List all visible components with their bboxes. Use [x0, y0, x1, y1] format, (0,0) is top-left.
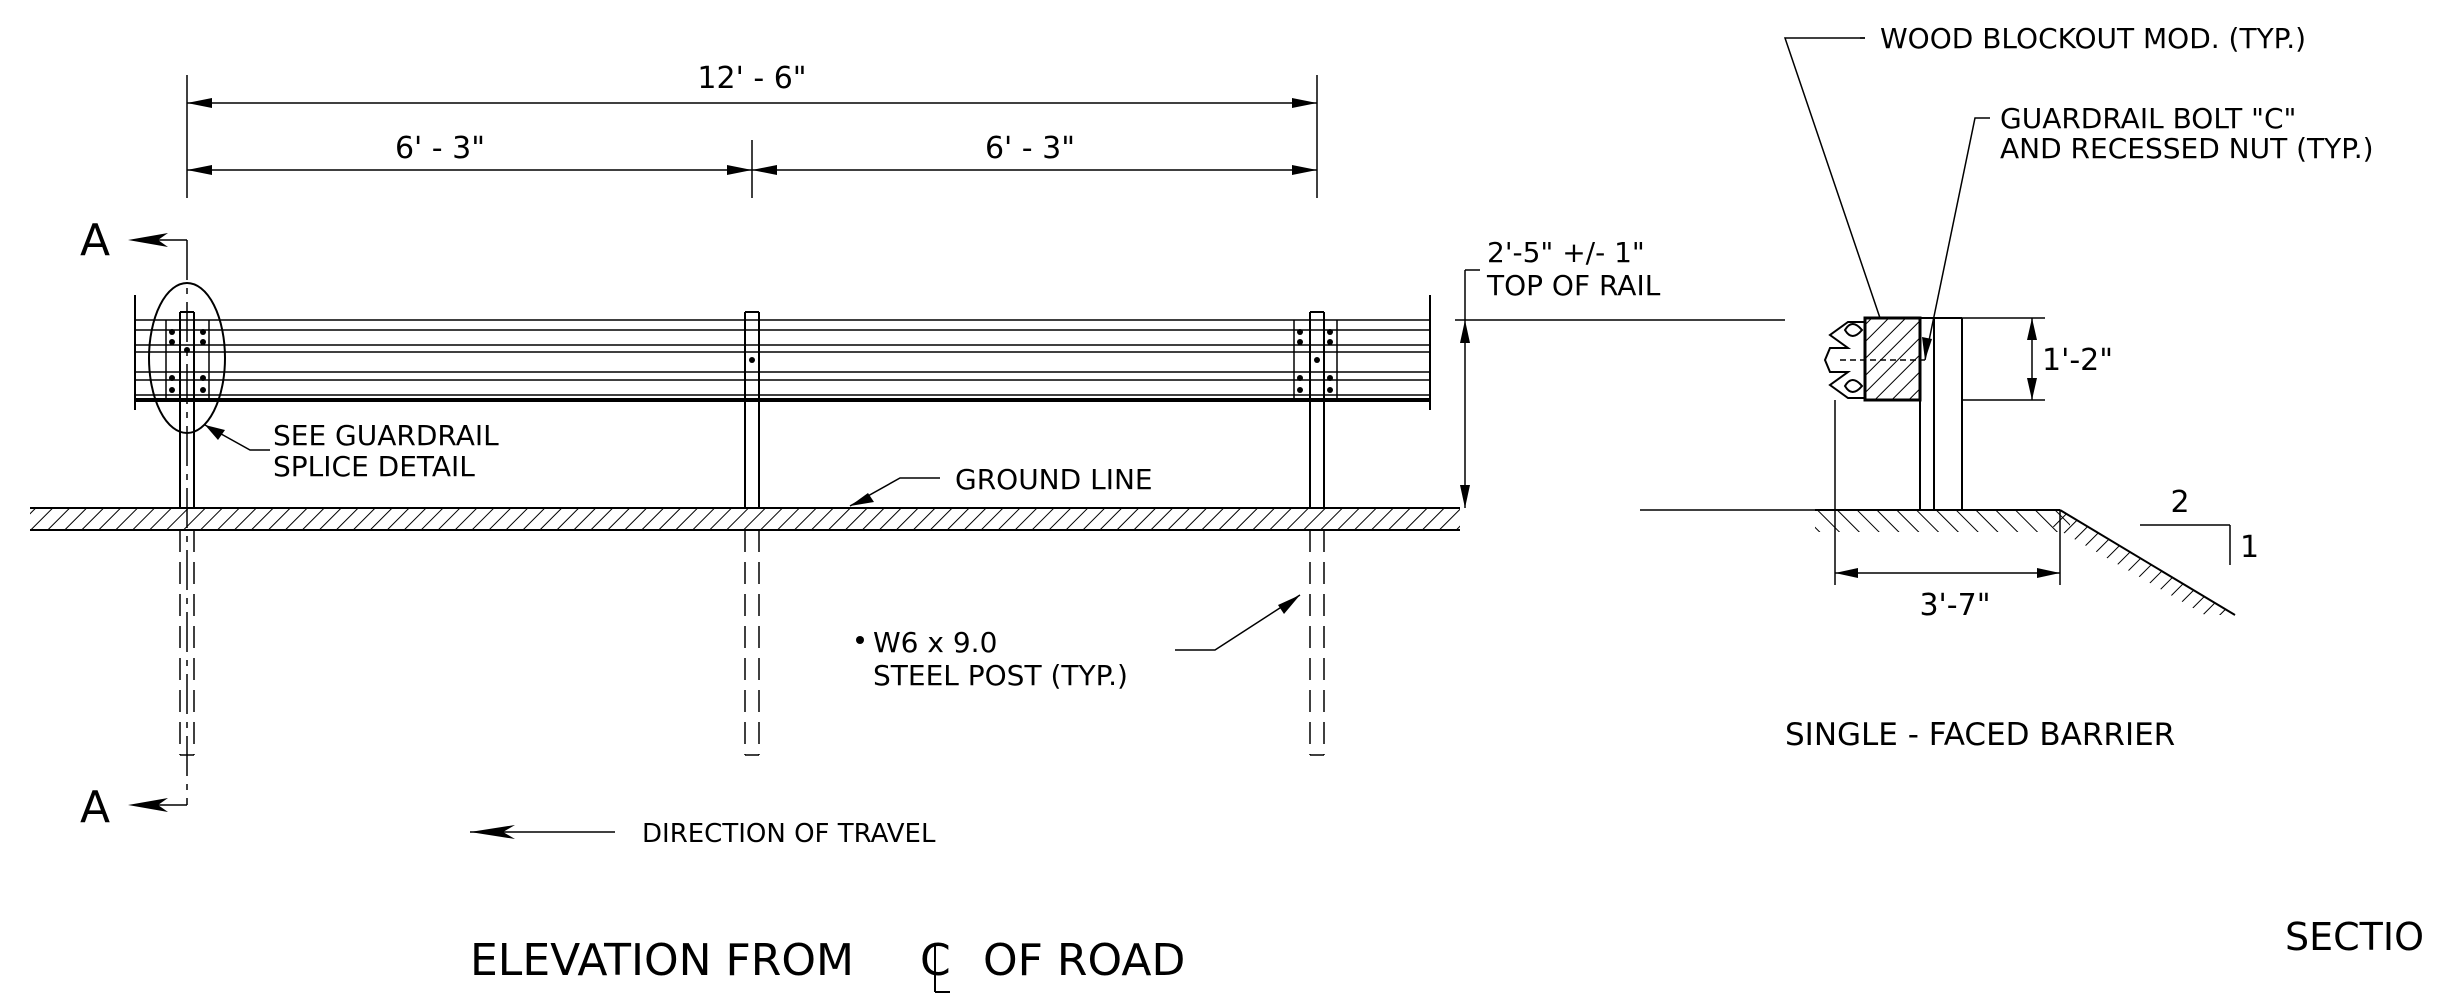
slope-horizontal: 2	[2170, 485, 2189, 520]
blockout-note: WOOD BLOCKOUT MOD. (TYP.)	[1880, 22, 2306, 55]
dim-left: 6' - 3"	[395, 131, 485, 166]
splice-bolts-left	[169, 329, 206, 393]
bolt-note-line1: GUARDRAIL BOLT "C"	[2000, 102, 2296, 135]
embedded-posts	[179, 530, 1325, 756]
slope-hatch	[2045, 510, 2235, 615]
blockout-leader	[1783, 37, 1881, 319]
section-caption: SINGLE - FACED BARRIER	[1785, 717, 2175, 753]
rail-depth-dimension	[1962, 317, 2045, 401]
elevation-title-part1: ELEVATION FROM	[470, 935, 854, 986]
asterisk-icon	[856, 636, 864, 644]
dimension-lines	[186, 75, 1318, 198]
barrier-width-dimension	[1834, 400, 2061, 585]
wood-blockout	[1863, 316, 1922, 402]
bolt-note-line2: AND RECESSED NUT (TYP.)	[2000, 132, 2374, 165]
rail-depth-value: 1'-2"	[2042, 343, 2113, 378]
rail-height-value: 2'-5" +/- 1"	[1487, 236, 1645, 269]
section-marker-bottom: A	[80, 782, 110, 833]
elevation-title-part2: OF ROAD	[983, 935, 1185, 986]
rail-height-label: TOP OF RAIL	[1486, 269, 1661, 302]
rail-height-dimension	[1455, 269, 1785, 508]
slope-indicator	[2140, 524, 2231, 565]
splice-note-line2: SPLICE DETAIL	[273, 450, 475, 483]
ground-hatch	[30, 507, 1460, 531]
steel-posts	[179, 311, 1325, 508]
post-note-line1: W6 x 9.0	[873, 626, 997, 659]
ground-line-label: GROUND LINE	[955, 463, 1153, 496]
direction-label: DIRECTION OF TRAVEL	[642, 819, 936, 849]
post-note-line2: STEEL POST (TYP.)	[873, 659, 1128, 692]
bolt-leader	[1924, 117, 1990, 361]
dim-total: 12' - 6"	[697, 61, 806, 96]
splice-bolts-right	[1297, 329, 1333, 393]
section-ground-hatch	[1815, 510, 2070, 532]
guardrail-w-beam	[134, 295, 1431, 410]
splice-note-line1: SEE GUARDRAIL	[273, 419, 499, 452]
elevation-view: 12' - 6" 6' - 3" 6' - 3" A A	[30, 61, 1785, 993]
dim-right: 6' - 3"	[985, 131, 1075, 166]
post-note-leader	[1175, 594, 1301, 651]
section-title: SECTIO	[2285, 915, 2424, 959]
splice-detail-ellipse	[148, 282, 226, 434]
slope-vertical: 1	[2240, 530, 2259, 565]
w-beam-profile	[1823, 321, 1865, 399]
direction-arrow-icon	[470, 825, 615, 839]
section-view: WOOD BLOCKOUT MOD. (TYP.) GUARDRAIL BOLT…	[1640, 22, 2424, 959]
barrier-width-value: 3'-7"	[1919, 588, 1990, 623]
section-marker-top: A	[80, 215, 110, 266]
